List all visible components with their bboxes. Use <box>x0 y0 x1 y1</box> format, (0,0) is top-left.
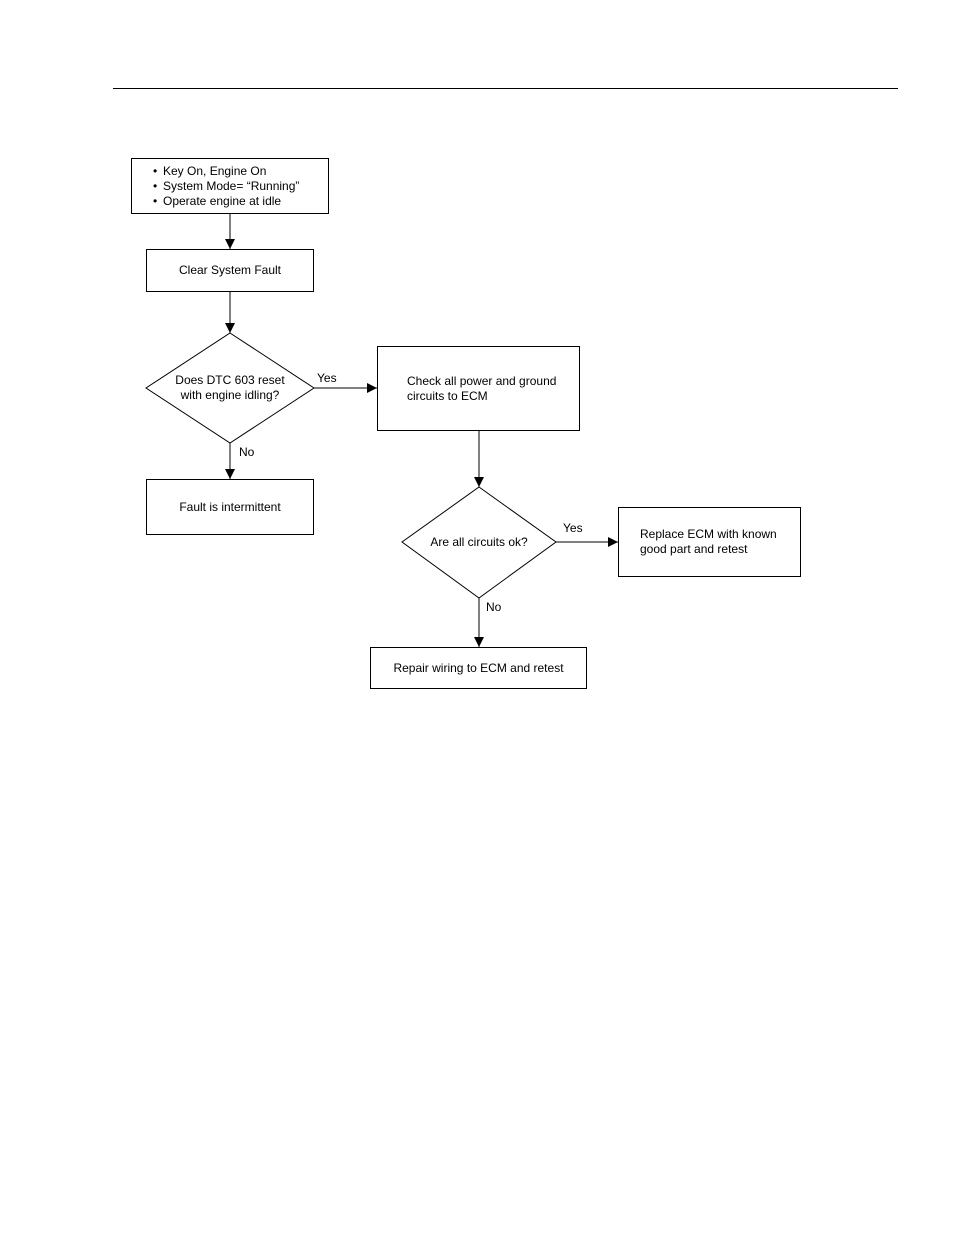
check-circuits-line1: Check all power and ground <box>407 374 556 389</box>
fault-intermittent-text: Fault is intermittent <box>179 500 280 515</box>
start-bullet-3: Operate engine at idle <box>153 194 299 209</box>
start-bullet-list: Key On, Engine On System Mode= “Running”… <box>153 164 299 209</box>
decision2-no-label: No <box>486 600 501 614</box>
decision2-yes-label: Yes <box>563 521 583 535</box>
clear-fault-text: Clear System Fault <box>179 263 281 278</box>
decision1-line1: Does DTC 603 reset <box>175 373 284 388</box>
replace-ecm-line2: good part and retest <box>640 542 777 557</box>
start-box: Key On, Engine On System Mode= “Running”… <box>131 158 329 214</box>
decision2-text: Are all circuits ok? <box>410 534 548 550</box>
repair-wiring-text: Repair wiring to ECM and retest <box>393 661 563 676</box>
replace-ecm-line1: Replace ECM with known <box>640 527 777 542</box>
start-bullet-1: Key On, Engine On <box>153 164 299 179</box>
decision1-no-label: No <box>239 445 254 459</box>
check-circuits-line2: circuits to ECM <box>407 389 556 404</box>
fault-intermittent-box: Fault is intermittent <box>146 479 314 535</box>
start-bullet-2: System Mode= “Running” <box>153 179 299 194</box>
decision1-line2: with engine idling? <box>175 388 284 403</box>
clear-fault-box: Clear System Fault <box>146 249 314 292</box>
repair-wiring-box: Repair wiring to ECM and retest <box>370 647 587 689</box>
decision2-line: Are all circuits ok? <box>430 535 527 550</box>
replace-ecm-box: Replace ECM with known good part and ret… <box>618 507 801 577</box>
decision1-text: Does DTC 603 reset with engine idling? <box>150 365 310 411</box>
check-circuits-box: Check all power and ground circuits to E… <box>377 346 580 431</box>
decision1-yes-label: Yes <box>317 371 337 385</box>
